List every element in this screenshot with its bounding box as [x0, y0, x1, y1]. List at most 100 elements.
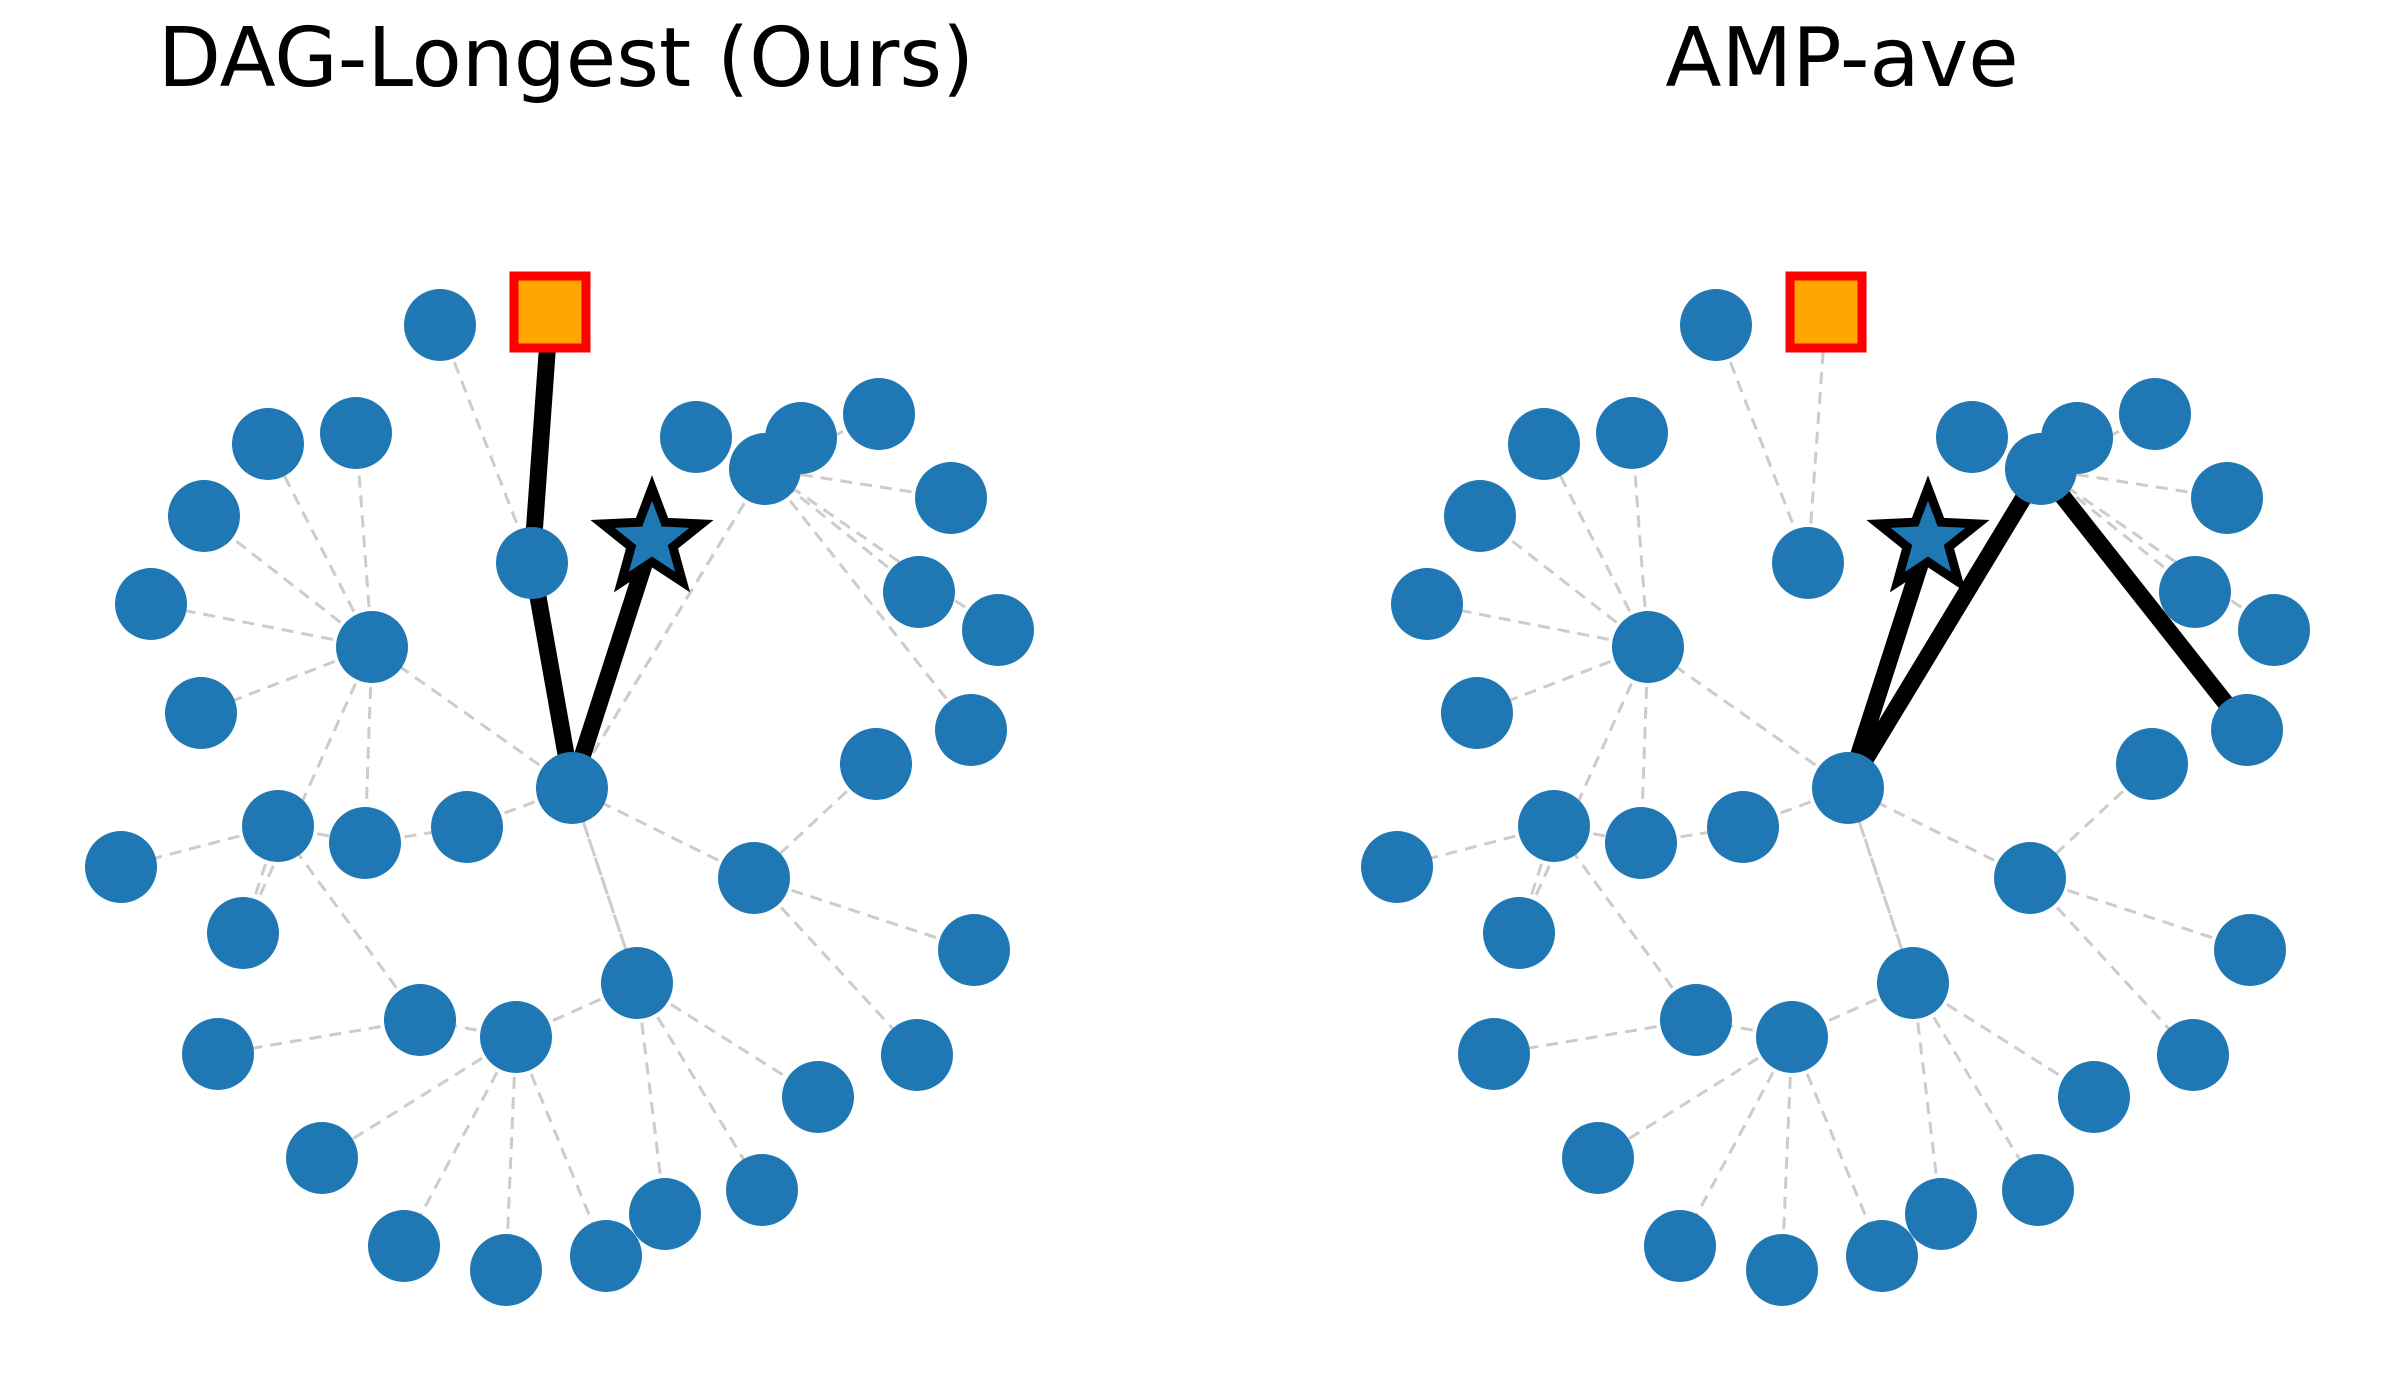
graph-edge [636, 981, 819, 1099]
graph-node [726, 1154, 798, 1226]
graph-edge [241, 646, 374, 934]
graph-node [232, 408, 304, 480]
graph-edge [764, 467, 999, 632]
graph-node [935, 694, 1007, 766]
graph-edge [354, 432, 374, 648]
graph-node [1846, 1220, 1918, 1292]
graph-node [536, 752, 608, 824]
graph-node [336, 611, 408, 683]
panel-title-amp-ave: AMP-ave [1665, 11, 2019, 106]
graph-node [320, 397, 392, 469]
graph-node [2214, 914, 2286, 986]
graph-edge [1714, 324, 1810, 564]
graph-node [1660, 984, 1732, 1056]
graph-edge [1517, 646, 1650, 934]
graph-node [938, 914, 1010, 986]
graph-node [1812, 752, 1884, 824]
graph-node [2157, 1019, 2229, 1091]
graph-edge [266, 443, 374, 648]
graph-edge [1426, 602, 1649, 649]
graph-node [1756, 1001, 1828, 1073]
star-node-icon [590, 475, 714, 593]
graph-node [718, 842, 790, 914]
panel-title-dag-longest: DAG-Longest (Ours) [157, 11, 975, 106]
graph-node [1612, 611, 1684, 683]
graph-node [1605, 807, 1677, 879]
graph-node [1936, 401, 2008, 473]
graph-edge [1552, 825, 1698, 1021]
graph-edge [635, 982, 764, 1191]
graph-edge [371, 645, 573, 790]
graph-edge [150, 602, 373, 649]
graph-node [2041, 402, 2113, 474]
graph-node [1905, 1178, 1977, 1250]
graph-node [660, 401, 732, 473]
graph-node [840, 728, 912, 800]
graph-node [404, 289, 476, 361]
graph-node [207, 897, 279, 969]
graph-node [286, 1122, 358, 1194]
graph-node [1458, 1018, 1530, 1090]
graph-node [1391, 568, 1463, 640]
graph-node [2119, 378, 2191, 450]
graph-node [1877, 947, 1949, 1019]
graph-edge [1542, 443, 1650, 648]
path-edge [2034, 463, 2254, 736]
path-edge [1839, 537, 1937, 791]
graph-node [2058, 1061, 2130, 1133]
graph-node [601, 947, 673, 1019]
graph-node [1444, 480, 1516, 552]
path-edge [563, 537, 661, 791]
graph-node [2191, 462, 2263, 534]
graph-node [2116, 728, 2188, 800]
graph-node [1994, 842, 2066, 914]
graph-node [368, 1210, 440, 1282]
graph-node [2002, 1154, 2074, 1226]
graph-node [470, 1234, 542, 1306]
graph-node [431, 791, 503, 863]
graph-edge [763, 468, 973, 731]
graph-node [1746, 1234, 1818, 1306]
graph-edge [1597, 1035, 1793, 1160]
graph-node [843, 378, 915, 450]
graph-node [1562, 1122, 1634, 1194]
graph-edge [1647, 645, 1849, 790]
graph-node [1644, 1210, 1716, 1282]
graph-node [496, 527, 568, 599]
graph-edge [1912, 981, 2095, 1099]
graph-node [883, 556, 955, 628]
graph-edge [570, 468, 767, 789]
graph-node [242, 790, 314, 862]
graph-node [881, 1019, 953, 1091]
path-edge [523, 311, 559, 564]
graph-node [962, 594, 1034, 666]
graph-node [1361, 831, 1433, 903]
graph-node [915, 462, 987, 534]
graph-node [1508, 408, 1580, 480]
graph-edge [1806, 311, 1828, 564]
graph-edge [203, 514, 373, 649]
graph-node [182, 1018, 254, 1090]
graph-edge [321, 1035, 517, 1160]
graph-node [1707, 791, 1779, 863]
orange-square-node-icon [509, 271, 591, 353]
graph-node [115, 568, 187, 640]
graph-edge [438, 324, 534, 564]
graph-edge [2040, 467, 2275, 632]
graph-edge [752, 876, 919, 1057]
graph-edge [277, 824, 366, 845]
graph-edge [1553, 824, 1642, 845]
graph-edge [1630, 432, 1650, 648]
orange-square-node-icon [1785, 271, 1867, 353]
graph-node [329, 807, 401, 879]
graph-edge [1479, 514, 1649, 649]
graph-node [2238, 594, 2310, 666]
graph-node [2211, 694, 2283, 766]
graph-edge [2028, 876, 2195, 1057]
graph-node [165, 677, 237, 749]
path-edge [523, 561, 581, 790]
graph-node [480, 1001, 552, 1073]
graph-node [2159, 556, 2231, 628]
